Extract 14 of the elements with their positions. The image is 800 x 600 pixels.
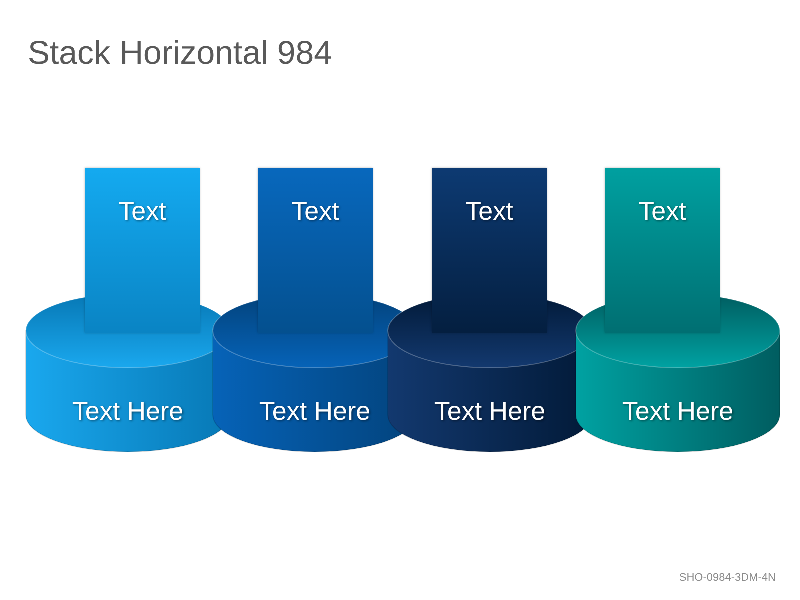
slide-title: Stack Horizontal 984	[28, 34, 332, 72]
text-panel	[258, 168, 373, 333]
text-panel	[85, 168, 200, 333]
node-text: Text Here	[621, 396, 735, 427]
text-panel	[605, 168, 720, 333]
node-text: Text Here	[433, 396, 547, 427]
text-panel	[432, 168, 547, 333]
slide-code: SHO-0984-3DM-4N	[679, 572, 776, 584]
node-text: Text	[638, 196, 688, 227]
node-text: Text Here	[258, 396, 372, 427]
node-text: Text	[464, 196, 514, 227]
node-text: Text	[118, 196, 168, 227]
node-text: Text Here	[71, 396, 185, 427]
node-text: Text	[290, 196, 340, 227]
